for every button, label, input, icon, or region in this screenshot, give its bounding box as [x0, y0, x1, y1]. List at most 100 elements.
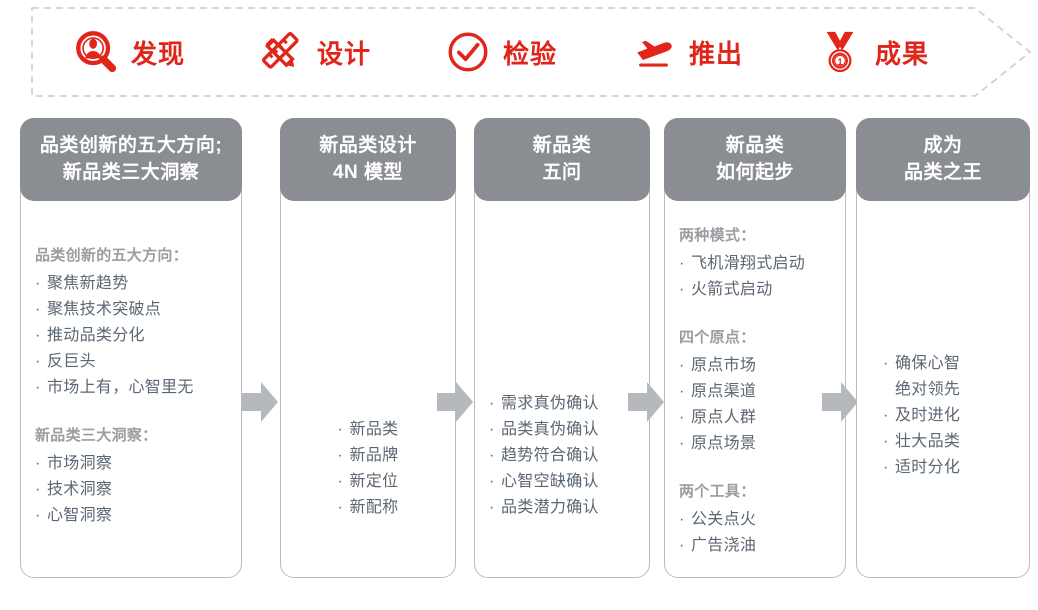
phase-item-discover[interactable]: 发现	[36, 29, 222, 75]
phase-item-verify[interactable]: 检验	[408, 29, 594, 75]
card-title-line-1: 新品类	[725, 135, 785, 156]
phase-label-result: 成果	[874, 38, 929, 69]
list-item: · 新配称	[295, 495, 441, 521]
bullet-icon: ·	[489, 499, 495, 516]
bullet-icon: ·	[35, 353, 41, 370]
list-item: · 品类真伪确认	[489, 417, 635, 443]
airplane-takeoff-icon	[637, 40, 672, 67]
list-item: · 市场洞察	[35, 451, 227, 477]
bullet-icon: ·	[337, 499, 344, 516]
check-circle-icon	[448, 32, 488, 72]
list-item: · 原点场景	[679, 431, 831, 457]
group-items: · 聚焦新趋势 · 聚焦技术突破点 · 推动品类分化 · 反巨头	[35, 271, 227, 401]
bullet-icon: ·	[35, 455, 41, 472]
card-title-line-2: 新品类三大洞察	[62, 162, 200, 183]
phase-item-design[interactable]: 设计	[222, 29, 408, 75]
phase-label-discover: 发现	[130, 38, 185, 69]
stage-card-launch[interactable]: 新品类 如何起步 两种模式： · 飞机滑翔式启动 · 火箭式启动 四个	[664, 118, 846, 578]
bullet-icon: ·	[883, 407, 889, 424]
banner-arrow-outline	[31, 7, 1032, 97]
bullet-icon: ·	[489, 473, 495, 490]
list-item: · 需求真伪确认	[489, 391, 635, 417]
group-items: · 公关点火 · 广告浇油	[679, 507, 831, 559]
list-item: · 心智洞察	[35, 503, 227, 529]
bullet-icon: ·	[489, 447, 495, 464]
bullet-icon: ·	[679, 435, 685, 452]
magnifier-person-icon	[76, 31, 117, 73]
list-item: · 原点渠道	[679, 379, 831, 405]
card-body: · 需求真伪确认 · 品类真伪确认 · 趋势符合确认 · 心智空缺确认	[475, 391, 649, 539]
stage-card-row: 品类创新的五大方向; 新品类三大洞察 品类创新的五大方向： · 聚焦新趋势 · …	[0, 118, 1038, 588]
bullet-icon: ·	[35, 481, 41, 498]
phase-label-design: 设计	[316, 38, 371, 69]
bullet-icon: ·	[679, 357, 685, 374]
card-group: · 确保心智绝对领先 · 及时进化 · 壮大品类 · 适时分化	[883, 351, 1015, 481]
bullet-icon: ·	[35, 379, 41, 396]
card-header: 新品类设计 4N 模型	[280, 118, 456, 201]
stage-card-design[interactable]: 新品类设计 4N 模型 · 新品类 · 新品牌 · 新定位	[280, 118, 456, 578]
card-group: 四个原点： · 原点市场 · 原点渠道 · 原点人群 ·	[679, 325, 831, 457]
list-item: · 心智空缺确认	[489, 469, 635, 495]
card-title-line-1: 品类创新的五大方向;	[39, 135, 223, 156]
bullet-icon: ·	[679, 383, 685, 400]
card-title-line-1: 新品类	[532, 135, 592, 156]
bullet-icon: ·	[35, 301, 41, 318]
bullet-icon: ·	[679, 281, 685, 298]
card-title-line-2: 如何起步	[715, 162, 794, 183]
phase-label-verify: 检验	[502, 38, 557, 69]
bullet-icon: ·	[489, 421, 495, 438]
card-group: · 需求真伪确认 · 品类真伪确认 · 趋势符合确认 · 心智空缺确认	[489, 391, 635, 521]
list-item: · 新定位	[295, 469, 441, 495]
list-item: · 确保心智绝对领先	[883, 351, 1015, 403]
group-items: · 需求真伪确认 · 品类真伪确认 · 趋势符合确认 · 心智空缺确认	[489, 391, 635, 521]
list-item: · 壮大品类	[883, 429, 1015, 455]
stage-card-discover[interactable]: 品类创新的五大方向; 新品类三大洞察 品类创新的五大方向： · 聚焦新趋势 · …	[20, 118, 242, 578]
list-item: · 适时分化	[883, 455, 1015, 481]
bullet-icon: ·	[489, 395, 495, 412]
list-item: · 新品类	[295, 417, 441, 443]
card-header: 新品类 如何起步	[664, 118, 846, 201]
phase-banner: 发现 设计 检验	[0, 0, 1038, 104]
phase-item-result[interactable]: 1 成果	[780, 29, 966, 75]
list-item: · 推动品类分化	[35, 323, 227, 349]
right-arrow-icon	[437, 382, 473, 422]
group-items: · 原点市场 · 原点渠道 · 原点人群 · 原点场景	[679, 353, 831, 457]
right-arrow-icon	[822, 382, 858, 422]
card-body: 两种模式： · 飞机滑翔式启动 · 火箭式启动 四个原点： ·	[665, 223, 845, 554]
list-item: · 聚焦技术突破点	[35, 297, 227, 323]
list-item: · 聚焦新趋势	[35, 271, 227, 297]
card-body: 品类创新的五大方向： · 聚焦新趋势 · 聚焦技术突破点 · 推动品类分化	[21, 243, 241, 547]
card-header: 成为 品类之王	[856, 118, 1030, 201]
list-item: · 火箭式启动	[679, 277, 831, 303]
card-header: 新品类 五问	[474, 118, 650, 201]
group-items: · 飞机滑翔式启动 · 火箭式启动	[679, 251, 831, 303]
bullet-icon: ·	[679, 255, 685, 272]
svg-text:1: 1	[837, 57, 842, 67]
list-item: · 原点人群	[679, 405, 831, 431]
phase-label-launch: 推出	[688, 38, 743, 69]
card-body: · 新品类 · 新品牌 · 新定位 · 新配称	[281, 417, 455, 539]
card-group: 品类创新的五大方向： · 聚焦新趋势 · 聚焦技术突破点 · 推动品类分化	[35, 243, 227, 401]
bullet-icon: ·	[337, 473, 344, 490]
stage-card-verify[interactable]: 新品类 五问 · 需求真伪确认 · 品类真伪确认 · 趋势符合确认	[474, 118, 650, 578]
group-items: · 确保心智绝对领先 · 及时进化 · 壮大品类 · 适时分化	[883, 351, 1015, 481]
list-item: · 趋势符合确认	[489, 443, 635, 469]
bullet-icon: ·	[35, 507, 41, 524]
bullet-icon: ·	[35, 275, 41, 292]
list-item: · 公关点火	[679, 507, 831, 533]
card-title-line-1: 成为	[923, 135, 963, 156]
stage-card-result[interactable]: 成为 品类之王 · 确保心智绝对领先 · 及时进化 · 壮大品类	[856, 118, 1030, 578]
group-items: · 新品类 · 新品牌 · 新定位 · 新配称	[295, 417, 441, 521]
list-item: · 飞机滑翔式启动	[679, 251, 831, 277]
card-group: 两个工具： · 公关点火 · 广告浇油	[679, 479, 831, 559]
group-title: 两个工具：	[679, 483, 756, 500]
phase-item-launch[interactable]: 推出	[594, 29, 780, 75]
right-arrow-icon	[242, 382, 278, 422]
group-title: 品类创新的五大方向：	[35, 247, 189, 264]
card-group: 新品类三大洞察： · 市场洞察 · 技术洞察 · 心智洞察	[35, 423, 227, 529]
bullet-icon: ·	[679, 409, 685, 426]
list-item: · 及时进化	[883, 403, 1015, 429]
group-title: 两种模式：	[679, 227, 756, 244]
list-item: · 反巨头	[35, 349, 227, 375]
bullet-icon: ·	[883, 433, 889, 450]
